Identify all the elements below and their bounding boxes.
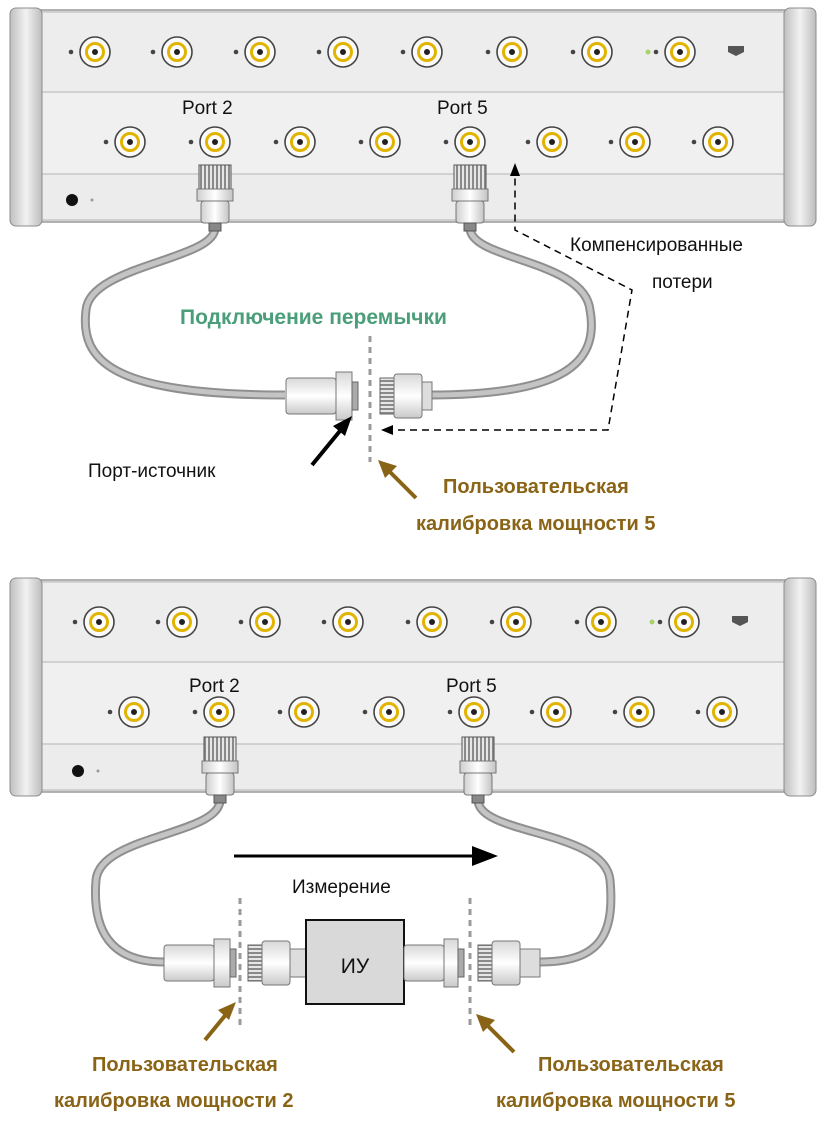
panel-port (657, 606, 700, 638)
panel-port (691, 126, 734, 158)
top-instrument-panel (9, 7, 817, 227)
panel-port (443, 126, 486, 158)
bottom-port-row-2 (107, 696, 738, 728)
panel-port (400, 36, 443, 68)
top-diagram: Port 2 Port 5 Компенсированные потери По… (9, 7, 817, 535)
bottom-port-5-connector (459, 736, 497, 804)
bottom-power-cal-right-label-1: Пользовательская (538, 1054, 724, 1076)
panel-port (233, 36, 276, 68)
bottom-led (649, 619, 655, 625)
dut-box (305, 919, 405, 1005)
bottom-port-2-label: Port 2 (189, 676, 240, 697)
bottom-power-cal-left-label-1: Пользовательская (92, 1054, 278, 1076)
top-port-2-connector (196, 164, 234, 232)
top-female-connector (379, 373, 433, 419)
top-port-row-2 (103, 126, 734, 158)
top-source-port-arrow (310, 424, 346, 467)
panel-port (447, 696, 490, 728)
panel-port (192, 696, 235, 728)
bottom-port-row-1 (72, 606, 700, 638)
top-power-cal-arrow (384, 466, 418, 500)
bottom-power-cal-right-arrow (482, 1020, 516, 1054)
panel-port (695, 696, 738, 728)
bottom-dut-left-connector (247, 940, 307, 986)
panel-port (358, 126, 401, 158)
bottom-dut-right-connector (403, 938, 465, 988)
bottom-power-indicator (72, 765, 84, 777)
top-port-row-1 (68, 36, 696, 68)
bottom-left-male-connector (163, 938, 237, 988)
panel-port (72, 606, 115, 638)
top-port-2-label: Port 2 (182, 98, 233, 119)
panel-port (238, 606, 281, 638)
top-source-port-label: Порт-источник (88, 461, 216, 482)
top-compensated-loss-label-1: Компенсированные (570, 235, 743, 256)
bottom-cable-right (473, 798, 616, 967)
panel-port (612, 696, 655, 728)
top-compensated-loss-label-2: потери (652, 272, 713, 293)
panel-port (653, 36, 696, 68)
top-power-cal-label-1: Пользовательская (443, 476, 629, 498)
bottom-power-cal-right-label-2: калибровка мощности 5 (496, 1090, 735, 1112)
panel-port (107, 696, 150, 728)
top-compensated-loss-arrow (386, 172, 633, 431)
panel-port (273, 126, 316, 158)
top-port-5-label: Port 5 (437, 98, 488, 119)
bottom-cable-left (90, 799, 225, 967)
bottom-power-cal-left-arrow (203, 1010, 230, 1042)
dut-label: ИУ (341, 955, 370, 978)
panel-port (485, 36, 528, 68)
bottom-instrument-panel (9, 577, 817, 797)
panel-port (405, 606, 448, 638)
panel-port (362, 696, 405, 728)
panel-port (489, 606, 532, 638)
panel-port (321, 606, 364, 638)
measurement-label: Измерение (292, 877, 391, 898)
bottom-right-female-connector (477, 940, 541, 986)
top-thru-connection-label: Подключение перемычки (180, 306, 447, 329)
panel-port (570, 36, 613, 68)
top-usb-icon (728, 46, 744, 56)
panel-port (188, 126, 231, 158)
panel-port (574, 606, 617, 638)
panel-port (68, 36, 111, 68)
bottom-port-2-connector (201, 736, 239, 804)
panel-port (525, 126, 568, 158)
bottom-diagram: Port 2 Port 5 ИУ (9, 577, 817, 1112)
bottom-port-5-label: Port 5 (446, 676, 497, 697)
panel-port (277, 696, 320, 728)
top-led (645, 49, 651, 55)
top-power-indicator (66, 194, 78, 206)
panel-port (316, 36, 359, 68)
panel-port (150, 36, 193, 68)
bottom-usb-icon (732, 616, 748, 626)
top-port-5-connector (451, 164, 489, 232)
bottom-power-cal-left-label-2: калибровка мощности 2 (54, 1090, 293, 1112)
panel-port (608, 126, 651, 158)
panel-port (103, 126, 146, 158)
top-power-cal-label-2: калибровка мощности 5 (416, 513, 655, 535)
top-male-connector (285, 371, 359, 421)
panel-port (155, 606, 198, 638)
panel-port (529, 696, 572, 728)
